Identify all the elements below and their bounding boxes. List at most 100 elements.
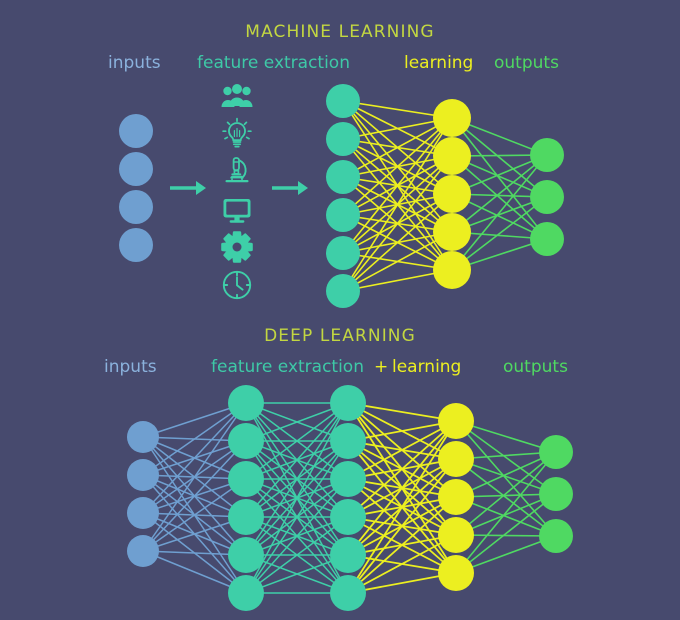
network-edge <box>451 155 548 240</box>
microscope-icon-part <box>225 180 249 183</box>
network-edge <box>142 516 247 552</box>
dl-label-inputs: inputs <box>104 357 157 377</box>
network-node[interactable] <box>530 138 564 172</box>
dl-label-feature-extraction: feature extraction <box>211 357 364 377</box>
monitor-icon <box>223 199 251 223</box>
network-node[interactable] <box>326 274 360 308</box>
network-edge <box>342 117 453 178</box>
network-node[interactable] <box>228 537 264 573</box>
network-node[interactable] <box>228 499 264 535</box>
dl-layer-learning <box>438 403 474 591</box>
ml-input-nodes <box>119 114 153 262</box>
network-node[interactable] <box>326 122 360 156</box>
network-node[interactable] <box>330 537 366 573</box>
network-node[interactable] <box>326 160 360 194</box>
network-edge <box>455 493 557 536</box>
clock-icon <box>222 270 252 300</box>
monitor-icon-part <box>226 201 248 215</box>
network-node[interactable] <box>330 385 366 421</box>
network-node[interactable] <box>330 423 366 459</box>
network-node[interactable] <box>438 517 474 553</box>
network-edge <box>347 420 457 442</box>
network-edge <box>142 402 247 438</box>
lightbulb-icon-part <box>233 127 241 138</box>
network-node[interactable] <box>539 435 573 469</box>
network-node[interactable] <box>438 441 474 477</box>
network-edge <box>245 402 349 442</box>
network-edge <box>245 402 349 518</box>
lightbulb-icon-part <box>228 122 246 142</box>
network-node[interactable] <box>438 479 474 515</box>
network-edge <box>245 554 349 594</box>
lightbulb-icon-part <box>222 117 252 140</box>
dl-layer-hidden2 <box>330 385 366 611</box>
network-edge <box>451 154 548 233</box>
network-node[interactable] <box>433 213 471 251</box>
network-edge <box>455 420 557 495</box>
network-node[interactable] <box>127 497 159 529</box>
network-node[interactable] <box>330 575 366 611</box>
input-node[interactable] <box>119 228 153 262</box>
people-icon <box>221 84 253 107</box>
microscope-icon-part <box>230 175 244 179</box>
microscope-icon-part <box>232 157 240 172</box>
network-edge <box>347 534 457 594</box>
people-icon-part <box>223 86 232 96</box>
network-node[interactable] <box>438 403 474 439</box>
ml-layer-learning <box>433 99 471 289</box>
clock-icon-part <box>236 276 244 291</box>
arrow-inputs-to-features <box>170 181 206 195</box>
microscope-icon-part <box>238 159 247 180</box>
ml-layer-hidden-in <box>326 84 360 308</box>
microscope-icon-part <box>231 178 243 180</box>
dl-label-plus: + <box>374 357 389 377</box>
network-node[interactable] <box>228 385 264 421</box>
network-edge <box>245 440 349 594</box>
arrow-features-to-network <box>272 181 308 195</box>
network-node[interactable] <box>228 423 264 459</box>
network-edge <box>142 402 247 552</box>
network-node[interactable] <box>433 175 471 213</box>
input-node[interactable] <box>119 152 153 186</box>
network-node[interactable] <box>127 535 159 567</box>
dl-layer-output <box>539 435 573 553</box>
network-edge <box>245 402 349 556</box>
network-node[interactable] <box>433 137 471 175</box>
people-icon-part <box>232 84 242 94</box>
people-icon-part <box>239 100 253 107</box>
lightbulb-icon <box>222 117 252 148</box>
network-edge <box>451 154 548 271</box>
network-node[interactable] <box>330 461 366 497</box>
network-node[interactable] <box>433 251 471 289</box>
network-node[interactable] <box>326 198 360 232</box>
network-edge <box>142 402 247 514</box>
network-edge <box>455 493 557 574</box>
network-edge <box>455 420 557 537</box>
lightbulb-icon-part <box>232 141 242 148</box>
network-node[interactable] <box>228 575 264 611</box>
network-node[interactable] <box>433 99 471 137</box>
network-edge <box>142 402 247 476</box>
network-node[interactable] <box>438 555 474 591</box>
network-edge <box>342 193 453 292</box>
network-node[interactable] <box>530 180 564 214</box>
ml-label-learning: learning <box>404 53 474 73</box>
network-node[interactable] <box>530 222 564 256</box>
network-edge <box>455 451 557 536</box>
network-node[interactable] <box>127 421 159 453</box>
dl-layer-input <box>127 421 159 567</box>
input-node[interactable] <box>119 114 153 148</box>
network-node[interactable] <box>330 499 366 535</box>
network-node[interactable] <box>539 519 573 553</box>
network-node[interactable] <box>539 477 573 511</box>
network-node[interactable] <box>326 236 360 270</box>
ml-label-inputs: inputs <box>108 53 161 73</box>
input-node[interactable] <box>119 190 153 224</box>
network-node[interactable] <box>127 459 159 491</box>
network-edge <box>342 117 453 254</box>
deep-learning-title: DEEP LEARNING <box>264 326 416 346</box>
network-node[interactable] <box>326 84 360 118</box>
network-node[interactable] <box>228 461 264 497</box>
network-edge <box>245 478 349 594</box>
network-edge <box>455 458 557 537</box>
